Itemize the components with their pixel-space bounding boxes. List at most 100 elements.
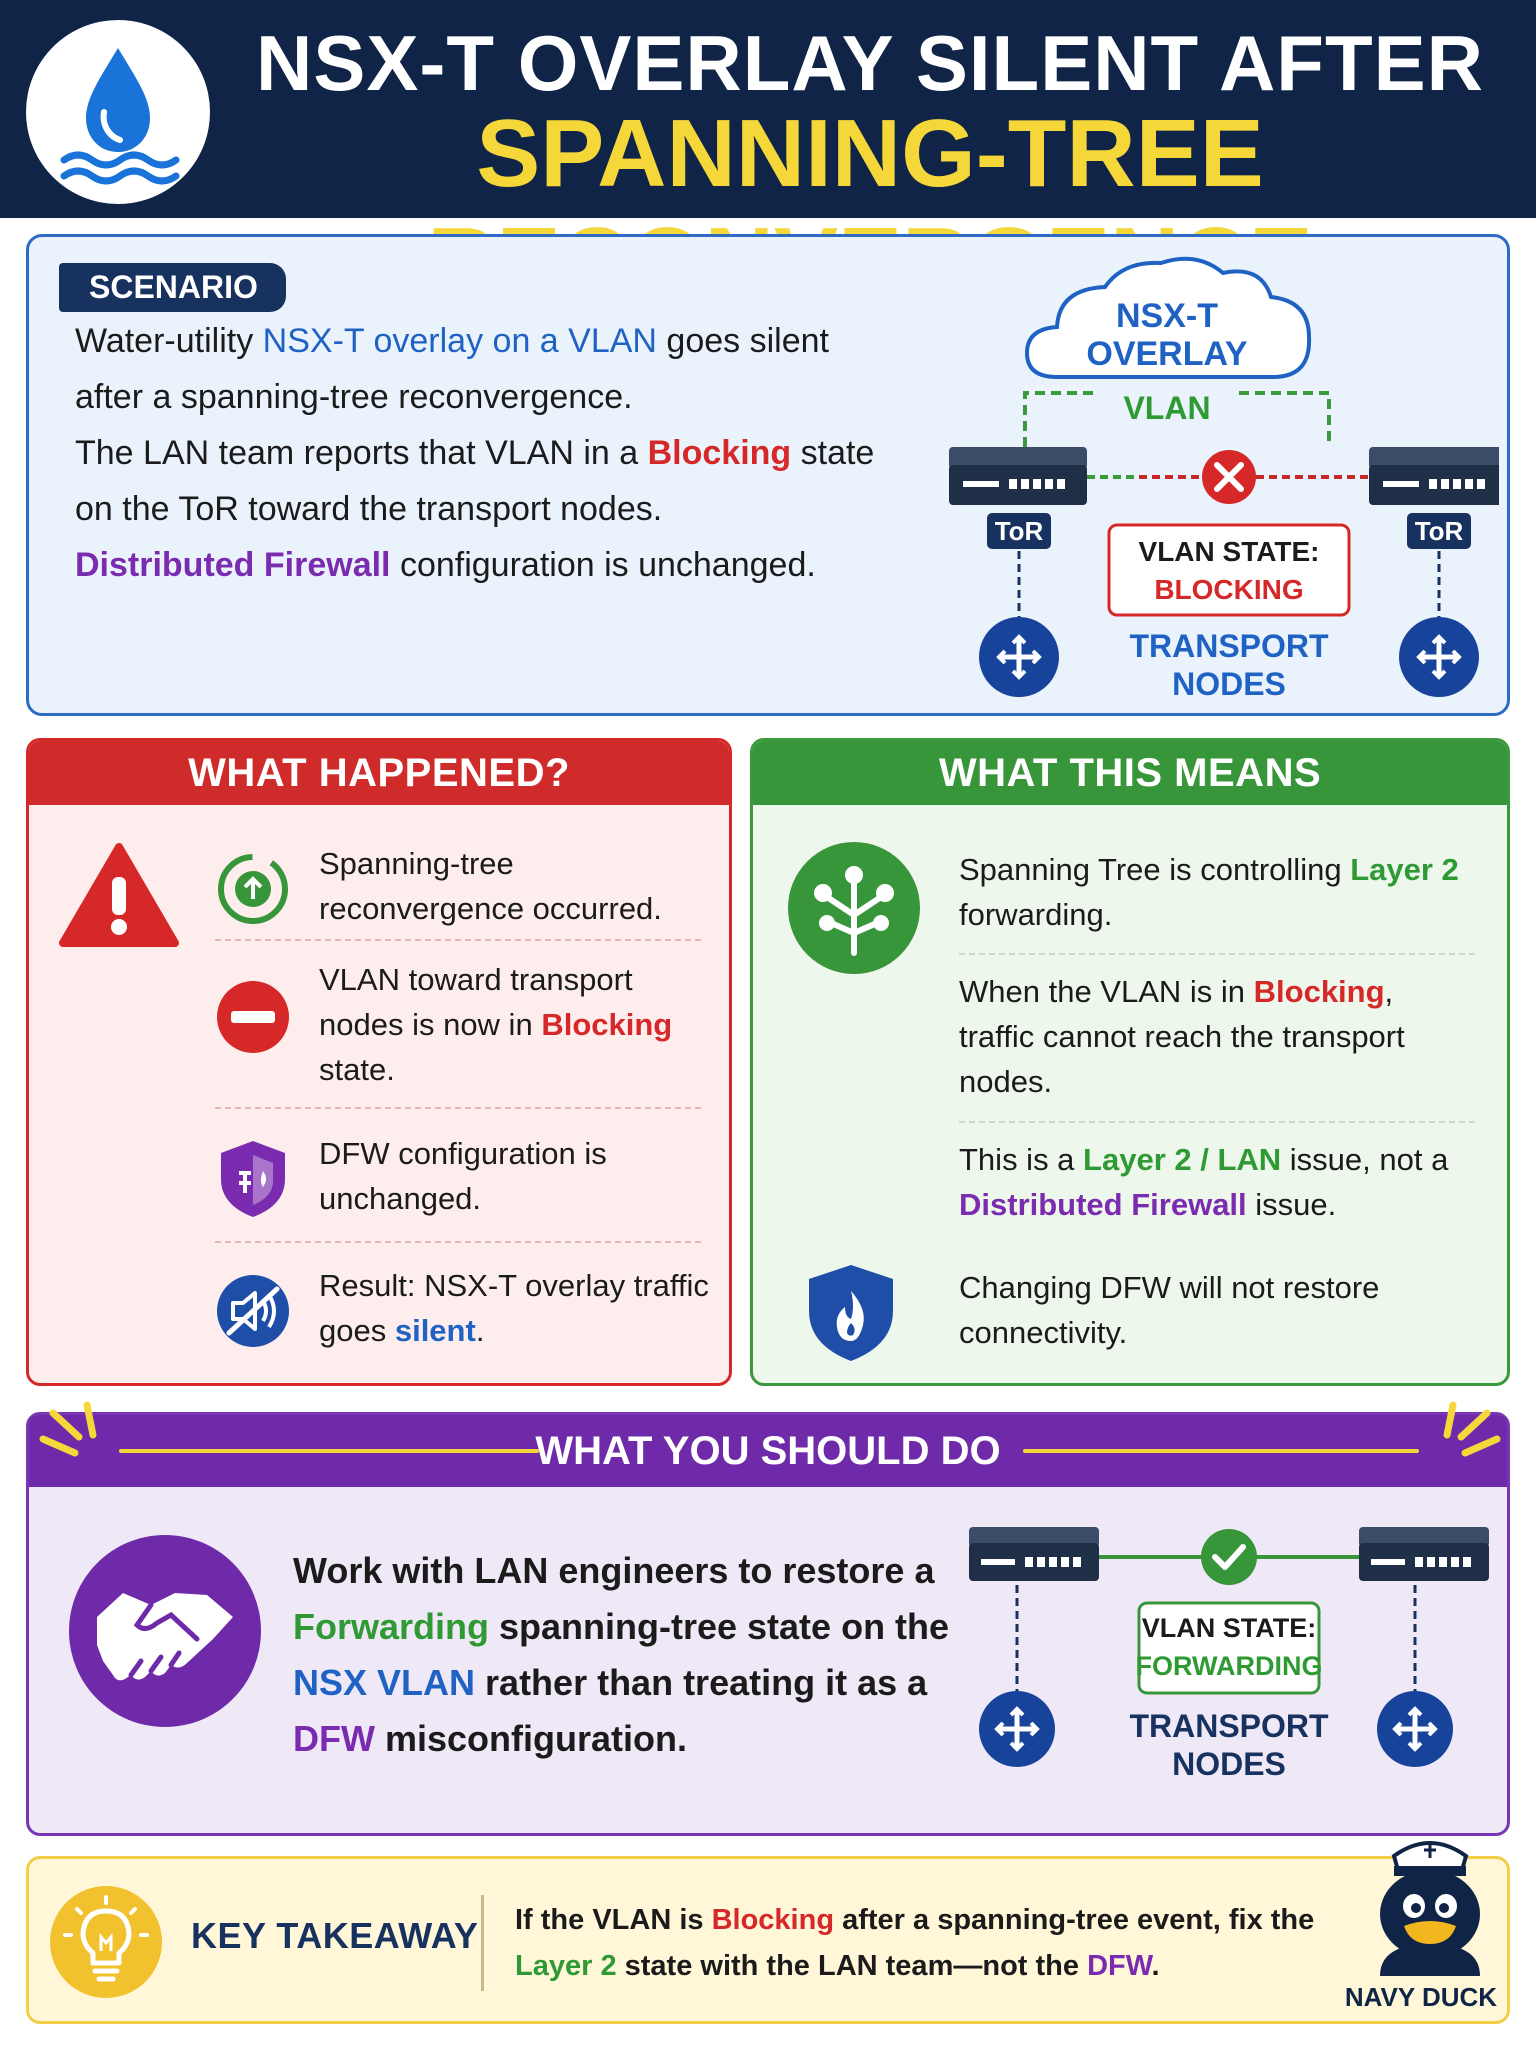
means-item-3-post: issue. [1246,1187,1337,1222]
forwarding-nodes-label-2: NODES [1172,1746,1286,1782]
divider [959,953,1475,955]
happened-item-4-text: Result: NSX-T overlay traffic goes silen… [319,1263,719,1353]
do-text-4: misconfiguration. [374,1718,687,1759]
happened-item-1-text: Spanning-tree reconvergence occurred. [319,846,662,926]
forwarding-diagram: VLAN STATE: FORWARDING TRANSPORT NODES [969,1527,1489,1782]
means-item-4-text: Changing DFW will not restore connectivi… [959,1270,1380,1350]
do-highlight-nsx-vlan: NSX VLAN [293,1662,476,1703]
key-takeaway-section: KEY TAKEAWAY If the VLAN is Blocking aft… [26,1856,1510,2024]
water-drop-icon [60,48,180,185]
do-highlight-forwarding: Forwarding [293,1606,489,1647]
scenario-text-1-end: goes silent after a spanning-tree reconv… [75,322,829,416]
scenario-highlight-overlay: NSX-T overlay on a VLAN [262,322,657,360]
vlan-state-label: VLAN STATE: [1139,536,1320,567]
no-entry-icon [217,981,289,1053]
happened-item-2-pre: VLAN toward transport nodes is now in [319,962,633,1042]
scenario-text-3-end: configuration is unchanged. [390,546,816,584]
key-separator [481,1895,484,1991]
means-item-2-highlight: Blocking [1253,974,1385,1009]
forwarding-check-icon [1201,1529,1257,1585]
do-highlight-dfw: DFW [293,1718,375,1759]
sparkle-right-icon [1443,1401,1501,1457]
switch-left [969,1527,1099,1581]
forwarding-state-value: FORWARDING [1136,1651,1323,1681]
happened-item-2-post: state. [319,1052,395,1087]
mascot-label: NAVY DUCK [1336,1982,1506,2013]
means-item-1-post: forwarding. [959,897,1113,932]
tor-switch-right [1369,447,1499,505]
logo [26,20,210,204]
means-item-1-text: Spanning Tree is controlling Layer 2 for… [959,847,1479,937]
navy-duck-mascot-icon [1380,1841,1480,1976]
transport-nodes-label-1: TRANSPORT [1129,628,1329,664]
happened-item-2-text: VLAN toward transport nodes is now in Bl… [319,957,699,1092]
key-highlight-blocking: Blocking [711,1904,835,1936]
happened-item-3-text: DFW configuration is unchanged. [319,1136,607,1216]
what-you-should-do-section: WHAT YOU SHOULD DO Work with LAN enginee… [26,1401,1510,1836]
divider [959,1121,1475,1123]
cloud-label-1: NSX-T [1116,297,1218,335]
means-item-3-text: This is a Layer 2 / LAN issue, not a Dis… [959,1137,1479,1227]
do-text-3: rather than treating it as a [475,1662,928,1703]
decorative-line-left [119,1449,539,1453]
scenario-highlight-dfw: Distributed Firewall [75,546,391,584]
reconverge-arrow-icon [218,854,288,924]
blocking-diagram: NSX-T OVERLAY VLAN ToR ToR VLAN STATE: [949,256,1499,702]
page-title-line1: NSX-T OVERLAY SILENT AFTER [256,19,1484,107]
scenario-text-2-end: state on the ToR toward the transport no… [75,434,875,528]
decorative-line-right [1023,1449,1419,1453]
sparkle-left-icon [39,1401,97,1457]
shield-fire-icon [809,1265,893,1361]
means-item-3-highlight-2: Distributed Firewall [959,1187,1247,1222]
shield-firewall-icon [221,1141,285,1217]
vlan-state-value: BLOCKING [1154,574,1303,605]
scenario-tag: SCENARIO [59,263,286,312]
happened-item-4-pre: Result: NSX-T overlay traffic goes [319,1268,709,1348]
do-text: Work with LAN engineers to restore a For… [293,1543,973,1767]
transport-node-left-icon [979,617,1059,697]
key-text-mid: after a spanning-tree event, fix the [834,1904,1315,1936]
key-text-post: . [1151,1950,1160,1982]
means-item-3-mid: issue, not a [1281,1142,1449,1177]
key-text-mid2: state with the LAN team—not the [616,1950,1088,1982]
divider [215,939,701,941]
divider [215,1241,701,1243]
tor-label-left: ToR [995,516,1044,546]
tor-switch-left [949,447,1087,505]
spanning-tree-icon [788,842,920,974]
switch-right [1359,1527,1489,1581]
happened-item-2-highlight: Blocking [541,1007,673,1042]
do-text-2: spanning-tree state on the [489,1606,950,1647]
means-item-2-text: When the VLAN is in Blocking, traffic ca… [959,969,1459,1104]
happened-item-4-highlight: silent [394,1313,476,1348]
vlan-label: VLAN [1123,390,1210,426]
what-this-means-title: WHAT THIS MEANS [753,741,1507,805]
muted-speaker-icon [217,1275,289,1347]
happened-item-4-post: . [475,1313,485,1348]
what-this-means-panel: WHAT THIS MEANS Spanning Tree is control… [750,738,1510,1386]
forwarding-state-label: VLAN STATE: [1142,1613,1317,1643]
overlay-cloud [1024,256,1312,379]
key-highlight-layer2: Layer 2 [515,1950,617,1982]
what-happened-panel: WHAT HAPPENED? Spanning-tree reconvergen… [26,738,732,1386]
transport-node-left-icon [979,1691,1055,1767]
header-banner: NSX-T OVERLAY SILENT AFTER SPANNING-TREE… [0,0,1536,315]
cloud-label-2: OVERLAY [1086,335,1248,373]
key-text-pre: If the VLAN is [515,1904,712,1936]
means-item-3-pre: This is a [959,1142,1084,1177]
transport-node-right-icon [1377,1691,1453,1767]
tor-label-right: ToR [1415,516,1464,546]
transport-node-right-icon [1399,617,1479,697]
scenario-highlight-blocking: Blocking [647,434,792,472]
what-happened-title: WHAT HAPPENED? [29,741,729,805]
vlan-state-box [1107,523,1351,617]
forwarding-nodes-label-1: TRANSPORT [1129,1708,1329,1744]
vlan-state-box-forwarding [1137,1601,1321,1695]
key-highlight-dfw: DFW [1087,1950,1152,1982]
divider [215,1107,701,1109]
key-takeaway-label: KEY TAKEAWAY [191,1915,479,1956]
scenario-text: Water-utility NSX-T overlay on a VLAN go… [75,313,875,593]
scenario-section: SCENARIO Water-utility NSX-T overlay on … [26,234,1510,716]
warning-icon [59,843,179,947]
handshake-icon [69,1535,261,1727]
